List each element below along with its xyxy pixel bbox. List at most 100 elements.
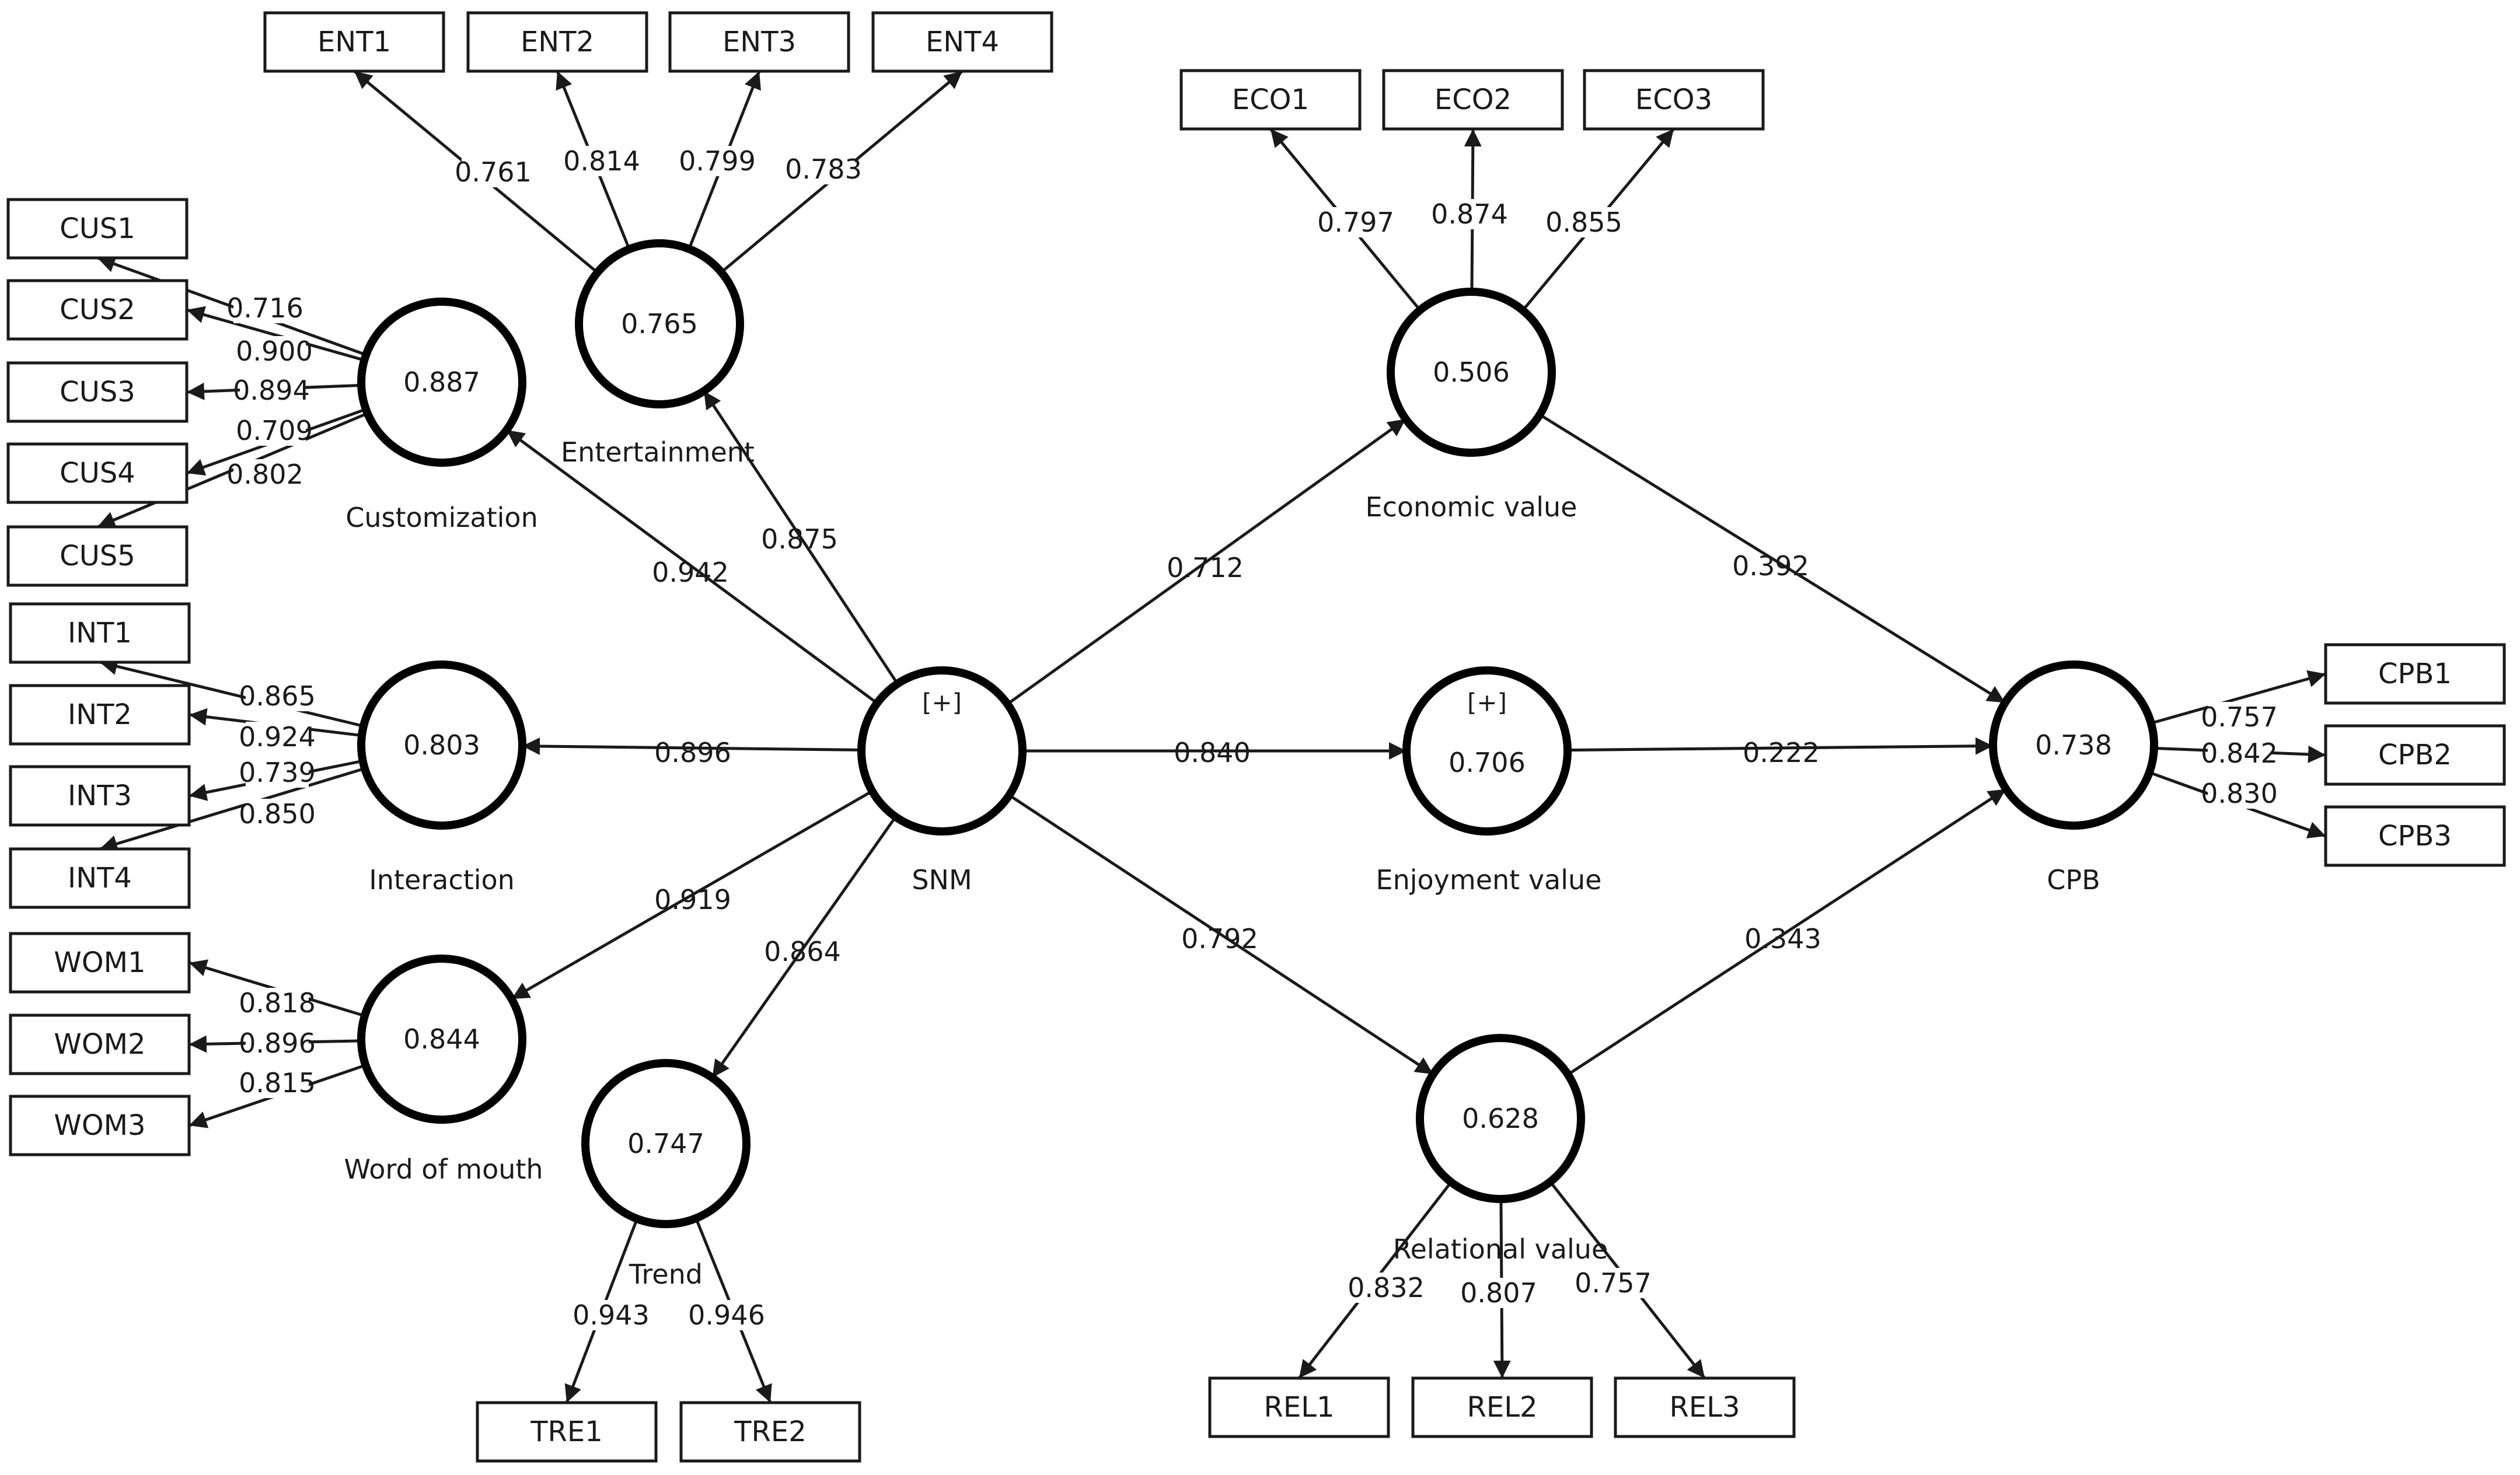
indicator-box-eco2 bbox=[1382, 69, 1564, 131]
loading-wom-WOM2: 0.896 bbox=[239, 1027, 316, 1059]
loading-label-bg bbox=[246, 757, 309, 788]
loading-interaction-INT4: 0.850 bbox=[239, 798, 316, 830]
construct-name-relational: Relational value bbox=[1393, 1233, 1608, 1265]
indicator-box-rel2 bbox=[1411, 1376, 1593, 1438]
indicator-label-wom2: WOM2 bbox=[54, 1028, 145, 1061]
path-coefficient-relational-cpb: 0.343 bbox=[1744, 923, 1821, 955]
construct-value-economic: 0.506 bbox=[1433, 356, 1510, 388]
loading-label-bg bbox=[580, 1300, 643, 1330]
loading-label-bg bbox=[1467, 1278, 1530, 1308]
loading-customization-CUS3: 0.894 bbox=[233, 375, 310, 406]
indicator-box-cpb2 bbox=[2324, 724, 2506, 786]
indicator-label-ent2: ENT2 bbox=[521, 26, 594, 58]
loading-label-bg bbox=[1438, 199, 1501, 229]
construct-name-interaction: Interaction bbox=[369, 864, 515, 896]
indicator-label-rel1: REL1 bbox=[1264, 1391, 1335, 1424]
construct-name-wom: Word of mouth bbox=[344, 1154, 543, 1185]
loading-label-bg bbox=[695, 1300, 758, 1330]
construct-value-trend: 0.747 bbox=[627, 1128, 704, 1159]
loading-label-bg bbox=[246, 988, 309, 1018]
path-arrow-relational-cpb bbox=[1567, 788, 2007, 1076]
indicator-box-wom1 bbox=[9, 932, 191, 994]
indicator-label-rel2: REL2 bbox=[1467, 1391, 1538, 1424]
indicator-box-cus1 bbox=[6, 198, 189, 260]
indicator-box-ent3 bbox=[668, 11, 850, 73]
path-arrow-snm-customization bbox=[505, 428, 878, 705]
path-arrow-enjoyment-cpb bbox=[1567, 737, 1994, 755]
loading-interaction-INT3: 0.739 bbox=[239, 757, 316, 788]
construct-name-economic: Economic value bbox=[1366, 491, 1577, 523]
construct-name-snm: SNM bbox=[912, 864, 972, 896]
construct-value-customization: 0.887 bbox=[403, 366, 480, 398]
indicator-label-cus2: CUS2 bbox=[60, 293, 135, 326]
loading-label-bg bbox=[1582, 1268, 1645, 1298]
path-coefficient-snm-entertainment: 0.875 bbox=[761, 523, 838, 555]
path-arrow-snm-wom bbox=[511, 789, 873, 1001]
indicator-box-rel1 bbox=[1208, 1376, 1390, 1438]
constructs-layer: 0.7650.8870.8030.8440.747[+]0.5060.706[+… bbox=[357, 239, 2158, 1228]
indicator-label-cpb2: CPB2 bbox=[2378, 739, 2452, 771]
path-arrow-snm-trend bbox=[711, 816, 897, 1079]
expand-marker-enjoyment: [+] bbox=[1467, 688, 1507, 717]
loading-label-bg bbox=[462, 157, 525, 187]
loading-label-bg bbox=[246, 799, 309, 829]
loading-cpb-CPB1: 0.757 bbox=[2201, 701, 2278, 733]
construct-circle-customization bbox=[357, 298, 526, 467]
loading-customization-CUS2: 0.900 bbox=[236, 335, 313, 367]
path-coefficient-snm-trend: 0.864 bbox=[764, 936, 841, 967]
indicator-box-int2 bbox=[9, 684, 191, 746]
indicator-box-cus5 bbox=[6, 525, 189, 587]
loading-label-bg bbox=[1355, 1273, 1418, 1303]
path-coefficient-snm-relational: 0.792 bbox=[1181, 923, 1258, 955]
indicator-label-wom1: WOM1 bbox=[54, 946, 145, 979]
indicator-label-cus3: CUS3 bbox=[60, 376, 135, 408]
indicator-label-cpb3: CPB3 bbox=[2378, 820, 2452, 852]
expand-marker-snm: [+] bbox=[922, 688, 962, 717]
path-arrow-snm-entertainment bbox=[703, 390, 899, 685]
indicator-label-cus5: CUS5 bbox=[60, 540, 135, 572]
path-coefficient-snm-economic: 0.712 bbox=[1167, 552, 1244, 583]
indicator-label-eco3: ECO3 bbox=[1635, 83, 1712, 116]
path-arrow-snm-relational bbox=[1008, 794, 1434, 1076]
loading-relational-REL3: 0.757 bbox=[1575, 1267, 1652, 1299]
construct-value-enjoyment: 0.706 bbox=[1449, 747, 1526, 778]
loading-wom-WOM3: 0.815 bbox=[239, 1067, 316, 1099]
indicator-label-ent3: ENT3 bbox=[723, 26, 796, 58]
indicator-box-cus3 bbox=[6, 361, 189, 423]
construct-value-relational: 0.628 bbox=[1462, 1103, 1539, 1134]
indicator-box-ent4 bbox=[871, 11, 1053, 73]
construct-name-entertainment: Entertainment bbox=[561, 436, 755, 468]
loading-label-bg bbox=[243, 336, 306, 366]
construct-circle-cpb bbox=[1989, 660, 2158, 830]
indicator-label-int2: INT2 bbox=[68, 698, 132, 731]
loading-label-bg bbox=[570, 146, 633, 176]
loading-cpb-CPB3: 0.830 bbox=[2201, 778, 2278, 809]
loading-economic-ECO2: 0.874 bbox=[1431, 198, 1508, 230]
construct-value-wom: 0.844 bbox=[403, 1023, 480, 1055]
loading-relational-REL2: 0.807 bbox=[1460, 1277, 1537, 1309]
indicator-box-eco3 bbox=[1583, 69, 1765, 131]
construct-circle-interaction bbox=[357, 660, 526, 830]
indicator-box-tre1 bbox=[476, 1401, 658, 1463]
indicator-box-cpb1 bbox=[2324, 643, 2506, 705]
indicator-label-int3: INT3 bbox=[68, 780, 132, 812]
indicator-label-wom3: WOM3 bbox=[54, 1109, 145, 1142]
loading-label-bg bbox=[2208, 702, 2271, 732]
indicator-label-eco2: ECO2 bbox=[1434, 83, 1512, 116]
indicator-box-int1 bbox=[9, 602, 191, 664]
loading-arrow-cpb-CPB1 bbox=[2151, 670, 2326, 725]
construct-circle-wom bbox=[357, 955, 526, 1124]
path-coefficient-enjoyment-cpb: 0.222 bbox=[1743, 737, 1820, 768]
indicator-label-tre2: TRE2 bbox=[734, 1415, 807, 1448]
loading-arrow-customization-CUS2 bbox=[186, 306, 365, 362]
path-coefficient-economic-cpb: 0.392 bbox=[1732, 550, 1809, 582]
indicator-box-ent2 bbox=[466, 11, 648, 73]
loading-label-bg bbox=[2208, 738, 2271, 768]
loading-label-bg bbox=[243, 415, 306, 446]
loading-wom-WOM1: 0.818 bbox=[239, 987, 316, 1019]
indicator-box-wom3 bbox=[9, 1095, 191, 1156]
indicator-box-cus2 bbox=[6, 279, 189, 341]
loading-label-bg bbox=[2208, 778, 2271, 809]
